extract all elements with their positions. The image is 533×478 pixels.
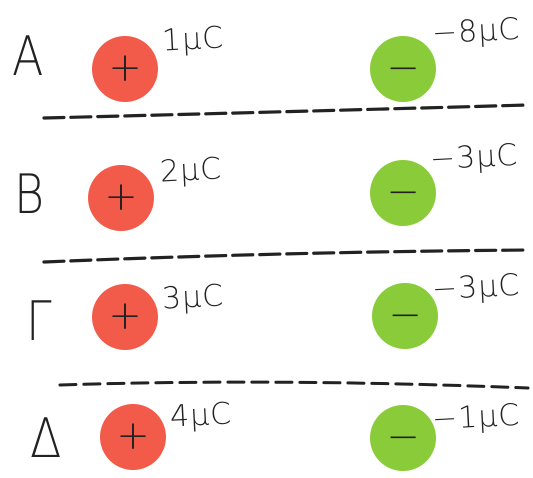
plus-sign-icon: + (108, 45, 142, 91)
minus-sign-icon: − (386, 169, 420, 215)
positive-charge-delta: + (100, 404, 166, 470)
negative-charge-b: − (370, 160, 436, 226)
row-label-delta: Δ (30, 407, 62, 470)
negative-charge-delta: − (370, 405, 436, 471)
row-label-a: A (12, 25, 44, 88)
minus-sign-icon: − (386, 414, 420, 460)
plus-sign-icon: + (104, 174, 138, 220)
negative-charge-gamma: − (372, 283, 438, 349)
divider-line-2 (42, 248, 530, 264)
divider-line-1 (42, 103, 530, 120)
positive-charge-b: + (88, 165, 154, 231)
row-label-gamma: Γ (26, 290, 52, 353)
minus-sign-icon: − (386, 45, 420, 91)
plus-sign-icon: + (108, 293, 142, 339)
plus-sign-icon: + (116, 413, 150, 459)
divider-line-3 (58, 380, 530, 390)
positive-charge-gamma: + (92, 284, 158, 350)
negative-charge-a: − (370, 36, 436, 102)
row-label-b: B (14, 163, 45, 226)
positive-charge-a: + (92, 36, 158, 102)
minus-sign-icon: − (388, 292, 422, 338)
